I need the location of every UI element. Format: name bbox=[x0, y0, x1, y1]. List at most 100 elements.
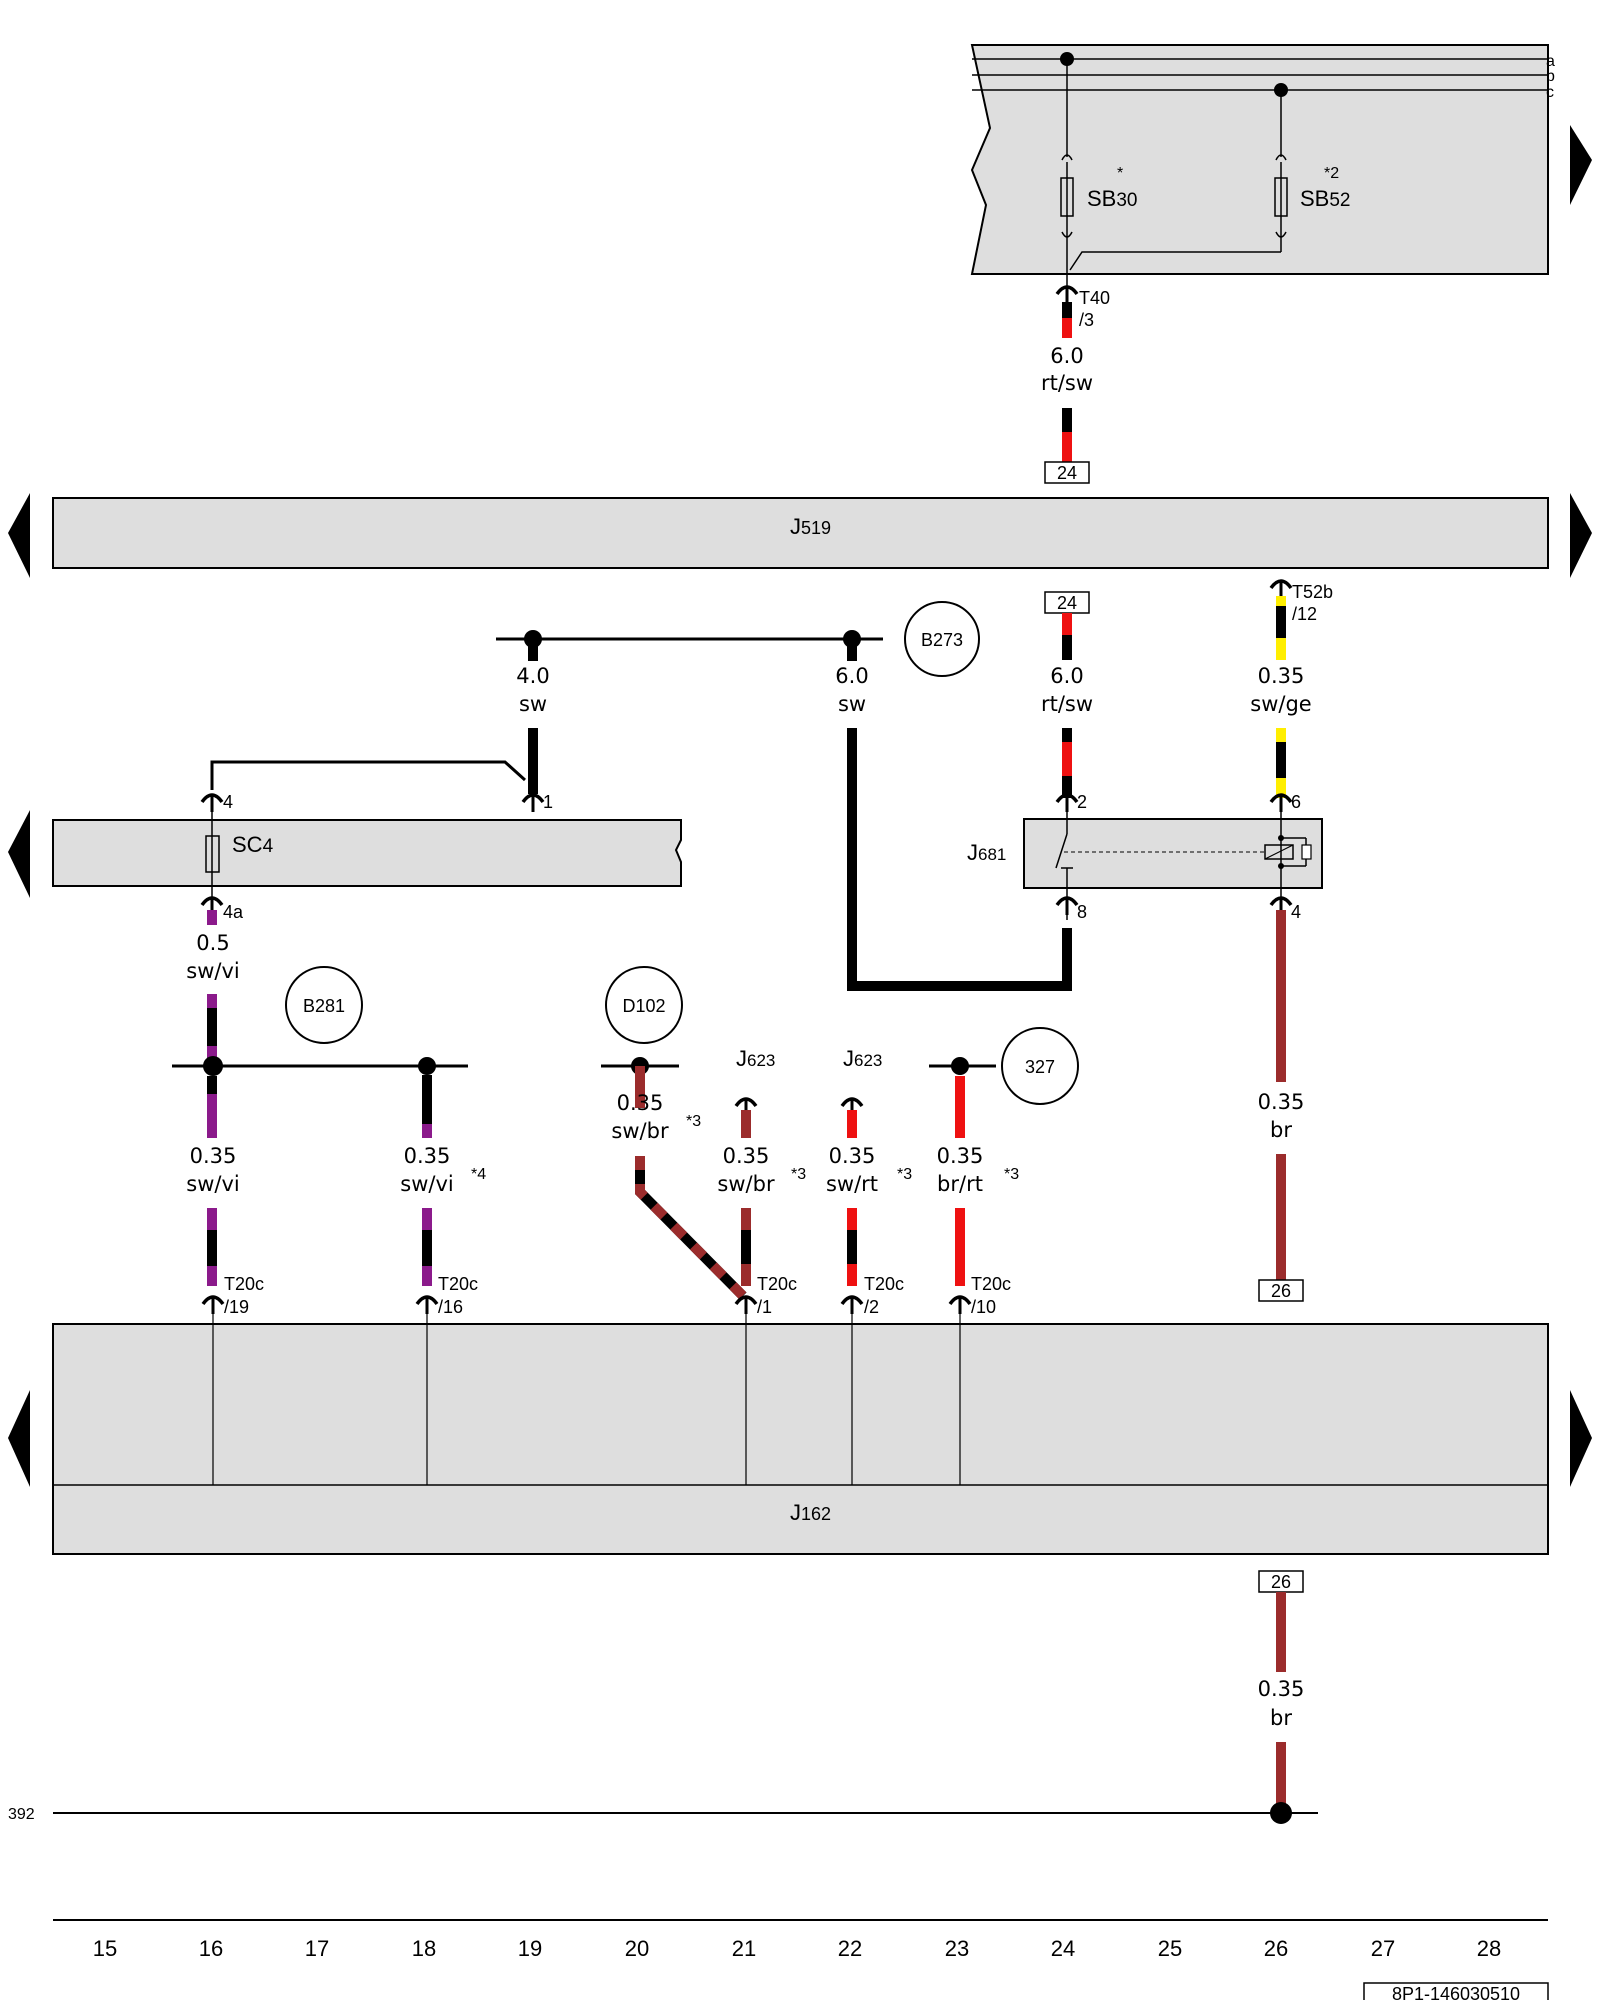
column-axis: 15 16 17 18 19 20 21 22 23 24 25 26 27 2… bbox=[53, 1919, 1548, 1961]
col-17: 17 bbox=[305, 1936, 329, 1961]
ground-bus-d102: D102 bbox=[601, 966, 683, 1075]
connector-t40-pin: /3 bbox=[1079, 310, 1094, 330]
fuse-panel: a b c * SB30 *2 SB52 bbox=[970, 44, 1555, 292]
page-arrows bbox=[8, 125, 1592, 1487]
wire-b3-color: sw/br bbox=[717, 1172, 775, 1196]
col-19: 19 bbox=[518, 1936, 542, 1961]
ground-d102-label: D102 bbox=[622, 996, 665, 1016]
wire-b2-size: 0.35 bbox=[404, 1144, 451, 1168]
ground-b281-label: B281 bbox=[303, 996, 345, 1016]
t20c-5-pin: /10 bbox=[971, 1297, 996, 1317]
fuse-sc4-pin-top: 4 bbox=[223, 792, 233, 812]
wire-6rtsw-size: 6.0 bbox=[1050, 664, 1083, 688]
fuse-sc4-label: SC bbox=[232, 832, 263, 857]
fuse-sb30-note: * bbox=[1117, 165, 1123, 182]
wire-swge-color: sw/ge bbox=[1250, 692, 1311, 716]
col-26: 26 bbox=[1264, 1936, 1288, 1961]
ref-26-top: 26 bbox=[1271, 1281, 1291, 1301]
t20c-4-pin: /2 bbox=[864, 1297, 879, 1317]
j519-sub: 519 bbox=[801, 518, 831, 538]
svg-text:SB52: SB52 bbox=[1300, 186, 1351, 211]
ground-bus-b281: B281 bbox=[172, 966, 468, 1076]
ground-327-label: 327 bbox=[1025, 1057, 1055, 1077]
ground-line-label: 392 bbox=[8, 1806, 35, 1823]
t20c-4-name: T20c bbox=[864, 1274, 904, 1294]
svg-text:SB30: SB30 bbox=[1087, 186, 1138, 211]
wire-b5-note: *3 bbox=[1004, 1166, 1019, 1183]
svg-text:J623: J623 bbox=[736, 1046, 775, 1071]
fuse-sb30-label: SB bbox=[1087, 186, 1116, 211]
relay-pin-6: 6 bbox=[1291, 792, 1301, 812]
ground-327-circle bbox=[1001, 1027, 1079, 1105]
fuse-sb52-note: *2 bbox=[1324, 165, 1339, 182]
relay-j681: J681 bbox=[967, 810, 1323, 920]
bus-label-c: c bbox=[1546, 84, 1554, 101]
wire-br-bottom-size: 0.35 bbox=[1258, 1677, 1305, 1701]
fuse-sb30-sub: 30 bbox=[1116, 190, 1137, 211]
ref-box-24-top bbox=[1044, 461, 1090, 484]
relay-j681-sub: 681 bbox=[978, 845, 1006, 864]
wire-b4-note: *3 bbox=[897, 1166, 912, 1183]
svg-text:J162: J162 bbox=[790, 1500, 831, 1525]
fuse-sc4-sub: 4 bbox=[263, 836, 274, 857]
wire-b5-color: br/rt bbox=[937, 1172, 983, 1196]
svg-text:SC4: SC4 bbox=[232, 832, 274, 857]
connector-t40-name: T40 bbox=[1079, 288, 1110, 308]
wire-b2-note: *4 bbox=[471, 1166, 486, 1183]
ref-24-mid: 24 bbox=[1057, 593, 1077, 613]
wire-d102-size: 0.35 bbox=[617, 1091, 664, 1115]
wire-6sw-size: 6.0 bbox=[835, 664, 868, 688]
control-unit-j162: J162 bbox=[52, 1314, 1549, 1555]
wire-b4-size: 0.35 bbox=[829, 1144, 876, 1168]
wire-top-size: 6.0 bbox=[1050, 344, 1083, 368]
arrow-right-icon bbox=[1570, 493, 1592, 578]
ground-bus-327: 327 bbox=[929, 1027, 1079, 1105]
bus-label-a: a bbox=[1546, 53, 1555, 70]
arrow-left-icon bbox=[8, 810, 30, 898]
ground-d102-circle bbox=[605, 966, 683, 1044]
bus-label-b: b bbox=[1546, 68, 1555, 85]
t20c-3-pin: /1 bbox=[757, 1297, 772, 1317]
col-27: 27 bbox=[1371, 1936, 1395, 1961]
t20c-2-name: T20c bbox=[438, 1274, 478, 1294]
wire-b3-note: *3 bbox=[791, 1166, 806, 1183]
t20c-3-name: T20c bbox=[757, 1274, 797, 1294]
wire-top-color: rt/sw bbox=[1041, 371, 1093, 395]
svg-text:J623: J623 bbox=[843, 1046, 882, 1071]
svg-text:J681: J681 bbox=[967, 840, 1006, 865]
wire-br-bottom-color: br bbox=[1270, 1706, 1292, 1730]
diagram-id: 8P1-146030510 bbox=[1392, 1984, 1520, 2000]
arrow-right-icon bbox=[1570, 1390, 1592, 1487]
col-18: 18 bbox=[412, 1936, 436, 1961]
j519-label: J bbox=[790, 514, 801, 539]
j623-b-label: J bbox=[843, 1046, 854, 1071]
connector-t52b-pin: /12 bbox=[1292, 604, 1317, 624]
wire-b2-color: sw/vi bbox=[400, 1172, 453, 1196]
relay-coil-symbol bbox=[1264, 844, 1294, 860]
fuse-sc4-pin-bottom: 4a bbox=[223, 902, 244, 922]
fuse-sb52-sub: 52 bbox=[1329, 190, 1350, 211]
j162-label: J bbox=[790, 1500, 801, 1525]
wire-br-right-color: br bbox=[1270, 1118, 1292, 1142]
j623-a-sub: 623 bbox=[747, 1051, 775, 1070]
t20c-1-name: T20c bbox=[224, 1274, 264, 1294]
col-15: 15 bbox=[93, 1936, 117, 1961]
ground-bus-b273: B273 bbox=[496, 601, 980, 677]
wire-b1-color: sw/vi bbox=[186, 1172, 239, 1196]
relay-pin-2: 2 bbox=[1077, 792, 1087, 812]
wire-b4-color: sw/rt bbox=[826, 1172, 878, 1196]
ground-b281-circle bbox=[285, 966, 363, 1044]
wire-d102-note: *3 bbox=[686, 1113, 701, 1130]
control-unit-j519: J519 bbox=[52, 497, 1549, 569]
wire-4sw-color: sw bbox=[519, 692, 547, 716]
col-25: 25 bbox=[1158, 1936, 1182, 1961]
wire-swge-size: 0.35 bbox=[1258, 664, 1305, 688]
wire-6rtsw-color: rt/sw bbox=[1041, 692, 1093, 716]
ref-26-bottom: 26 bbox=[1271, 1572, 1291, 1592]
col-23: 23 bbox=[945, 1936, 969, 1961]
col-16: 16 bbox=[199, 1936, 223, 1961]
col-21: 21 bbox=[732, 1936, 756, 1961]
col-24: 24 bbox=[1051, 1936, 1075, 1961]
relay-pin-4: 4 bbox=[1291, 902, 1301, 922]
